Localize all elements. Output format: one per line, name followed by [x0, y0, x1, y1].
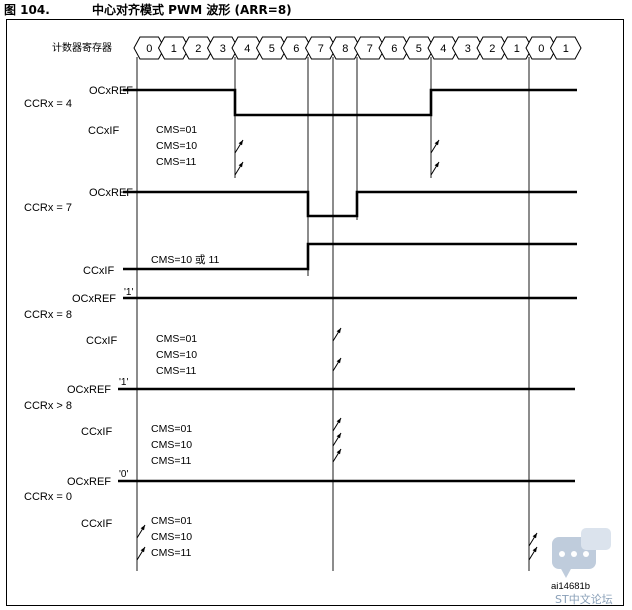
ccr-label: CCRx = 4: [24, 98, 72, 110]
counter-value: 6: [293, 43, 299, 55]
counter-value: 5: [269, 43, 275, 55]
figure-id: ai14681b: [551, 581, 590, 592]
counter-value: 0: [146, 43, 152, 55]
counter-value: 0: [538, 43, 544, 55]
cms-11: CMS=11: [156, 156, 197, 168]
ccr-label: CCRx = 7: [24, 202, 72, 214]
ocref-waveform: [123, 88, 577, 117]
section-ccr7: OCxREF CCRx = 7 CMS=10 或 11 CCxIF: [24, 187, 577, 277]
cms-10: CMS=10: [151, 439, 192, 451]
section-ccr0: '0' OCxREF CCRx = 0 CCxIF CMS=01 CMS=10 …: [24, 469, 575, 559]
counter-value: 1: [563, 43, 569, 55]
counter-cells: 0 1 2 3 4 5 6 7 8 7 6 5 4 3 2 1 0 1: [133, 36, 582, 60]
ccif-arrow-end: [528, 532, 538, 547]
ocref-label: OCxREF: [72, 293, 116, 305]
ccif-arrow-peak: [332, 448, 342, 463]
cms-10: CMS=10: [156, 140, 197, 152]
cms-01: CMS=01: [151, 515, 192, 527]
ccif-waveform: [123, 242, 577, 271]
ccif-arrow-peak: [332, 432, 342, 447]
cms-01: CMS=01: [156, 333, 197, 345]
cms-11: CMS=11: [151, 455, 192, 467]
counter-value: 1: [171, 43, 177, 55]
ccif-arrow-start: [136, 524, 146, 539]
counter-value: 6: [391, 43, 397, 55]
level-mark: '1': [124, 287, 133, 298]
counter-label: 计数器寄存器: [52, 41, 112, 54]
cms-01: CMS=01: [151, 423, 192, 435]
ccr-label: CCRx = 0: [24, 491, 72, 503]
ccif-label: CCxIF: [86, 335, 117, 347]
counter-value: 4: [244, 43, 250, 55]
ccif-label: CCxIF: [83, 265, 114, 277]
ccif-arrow-peak: [332, 327, 342, 342]
ccif-arrow-down: [430, 161, 440, 176]
ccr-label: CCRx > 8: [24, 400, 72, 412]
section-ccr-gt8: '1' OCxREF CCRx > 8 CCxIF CMS=01 CMS=10 …: [24, 377, 575, 467]
ccif-arrow-up: [234, 139, 244, 154]
cms-11: CMS=11: [156, 365, 197, 377]
ccif-label: CCxIF: [81, 518, 112, 530]
cms-01: CMS=01: [156, 124, 197, 136]
counter-value: 4: [440, 43, 446, 55]
ccif-arrow-end: [528, 546, 538, 561]
ccif-arrow-start: [136, 546, 146, 561]
diagram-frame: [6, 19, 624, 606]
ccif-arrow-peak: [332, 357, 342, 372]
counter-value: 7: [367, 43, 373, 55]
ccif-label: CCxIF: [88, 125, 119, 137]
section-ccr4: OCxREF CCRx = 4 CCxIF CMS=01 CMS=10 CMS=…: [24, 85, 577, 168]
level-mark: '0': [119, 469, 128, 480]
counter-value: 2: [195, 43, 201, 55]
ocref-waveform: [123, 190, 577, 218]
figure-number: 图 104.: [4, 3, 50, 17]
ocref-label: OCxREF: [89, 187, 133, 199]
interrupt-arrows: [136, 139, 538, 561]
cms-note: CMS=10 或 11: [151, 254, 220, 266]
counter-value: 7: [318, 43, 324, 55]
ocref-label: OCxREF: [67, 384, 111, 396]
section-ccr8: '1' OCxREF CCRx = 8 CCxIF CMS=01 CMS=10 …: [24, 287, 577, 377]
counter-value: 2: [489, 43, 495, 55]
ccif-label: CCxIF: [81, 426, 112, 438]
ocref-label: OCxREF: [89, 85, 133, 97]
ccif-arrow-up: [234, 161, 244, 176]
counter-cell: 1: [549, 36, 582, 60]
chat-bubble-icon: [552, 528, 611, 578]
ccif-arrow-down: [430, 139, 440, 154]
counter-value: 3: [220, 43, 226, 55]
cms-11: CMS=11: [151, 547, 192, 559]
figure-caption: 中心对齐模式 PWM 波形 (ARR=8): [92, 3, 292, 17]
counter-value: 8: [342, 43, 348, 55]
guide-lines: [136, 57, 530, 571]
figure-title: 图 104. 中心对齐模式 PWM 波形 (ARR=8): [4, 1, 292, 18]
ccif-arrow-peak: [332, 417, 342, 432]
ocref-label: OCxREF: [67, 476, 111, 488]
cms-10: CMS=10: [151, 531, 192, 543]
ccr-label: CCRx = 8: [24, 309, 72, 321]
counter-value: 1: [514, 43, 520, 55]
counter-value: 5: [416, 43, 422, 55]
level-mark: '1': [119, 377, 128, 388]
counter-value: 3: [465, 43, 471, 55]
watermark-text: ST中文论坛: [555, 592, 613, 606]
cms-10: CMS=10: [156, 349, 197, 361]
